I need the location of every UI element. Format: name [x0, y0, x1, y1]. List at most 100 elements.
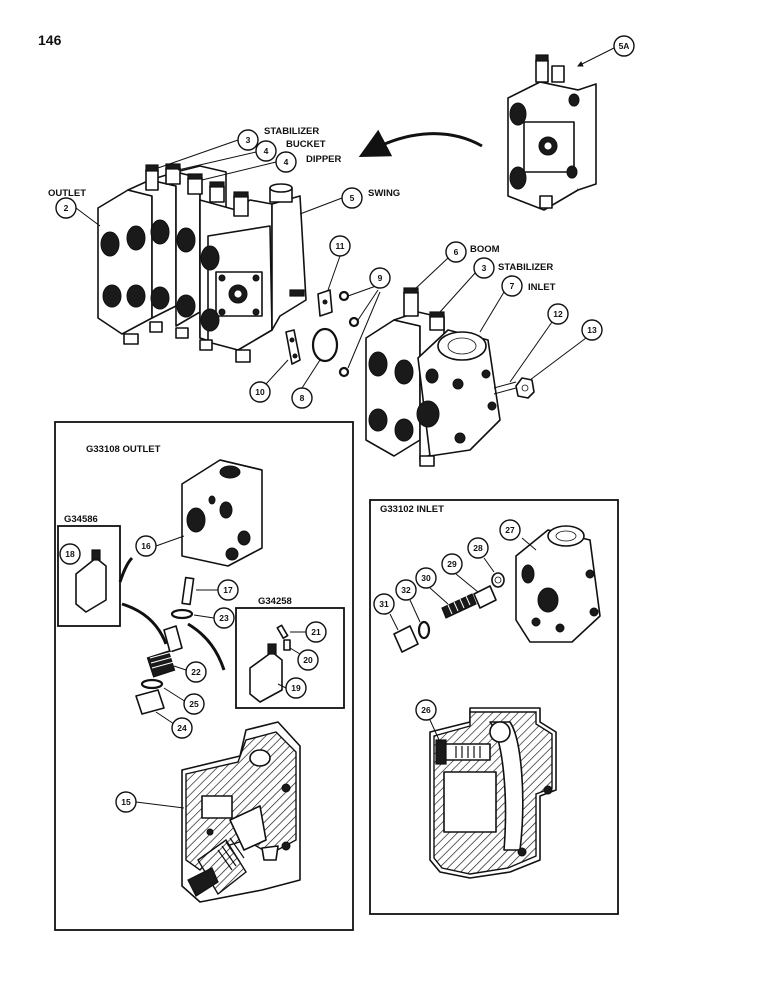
- callout-10: [249, 381, 271, 403]
- svg-text:31: 31: [379, 599, 389, 609]
- svg-text:3: 3: [246, 135, 251, 145]
- svg-text:6: 6: [454, 247, 459, 257]
- svg-text:23: 23: [219, 613, 229, 623]
- callout-31: [373, 593, 395, 615]
- kit-g34586-box: [57, 525, 121, 627]
- callout-18: [59, 543, 81, 565]
- callout-19: [285, 677, 307, 699]
- svg-text:2: 2: [64, 203, 69, 213]
- svg-text:15: 15: [121, 797, 131, 807]
- callout-30: [415, 567, 437, 589]
- callout-27: [499, 519, 521, 541]
- callout-15: [115, 791, 137, 813]
- svg-text:9: 9: [378, 273, 383, 283]
- svg-text:16: 16: [141, 541, 151, 551]
- svg-text:22: 22: [191, 667, 201, 677]
- page-number: 146: [38, 32, 62, 48]
- callout-12: [547, 303, 569, 325]
- oring-32: [417, 620, 431, 640]
- svg-text:18: 18: [65, 549, 75, 559]
- svg-text:5A: 5A: [619, 41, 630, 51]
- callout-29: [441, 553, 463, 575]
- cartridge-19: [249, 643, 283, 703]
- callout-26: [415, 699, 437, 721]
- outlet-kit-panel: [54, 421, 354, 931]
- callout-28: [467, 537, 489, 559]
- svg-text:4: 4: [264, 146, 269, 156]
- callout-17: [217, 579, 239, 601]
- callout-23: [213, 607, 235, 629]
- svg-text:5: 5: [350, 193, 355, 203]
- callout-2: [55, 197, 77, 219]
- svg-text:28: 28: [473, 543, 483, 553]
- label-kit-g34586: G34586: [64, 514, 98, 525]
- cartridge-18: [75, 549, 107, 613]
- svg-text:20: 20: [303, 655, 313, 665]
- callout-4: [255, 140, 277, 162]
- callout-11: [329, 235, 351, 257]
- callout-21: [305, 621, 327, 643]
- callout-32: [395, 579, 417, 601]
- svg-text:12: 12: [553, 309, 563, 319]
- label-stabilizer-2: STABILIZER: [498, 262, 553, 273]
- outlet-cutaway-15: [181, 721, 301, 903]
- svg-text:11: 11: [336, 241, 345, 251]
- callout-9: [369, 267, 391, 289]
- inlet-body-27: [515, 525, 601, 643]
- callout-5a: [613, 35, 635, 57]
- label-inlet-kit: G33102 INLET: [380, 504, 444, 515]
- kit-g34258-box: [235, 607, 345, 709]
- plug-31: [393, 625, 419, 653]
- sleeve-29: [473, 585, 497, 609]
- svg-text:10: 10: [255, 387, 265, 397]
- label-swing: SWING: [368, 188, 400, 199]
- callout-20: [297, 649, 319, 671]
- callout-25: [183, 693, 205, 715]
- callout-4b: [275, 151, 297, 173]
- svg-text:8: 8: [300, 393, 305, 403]
- assembly-arrow: [358, 129, 483, 157]
- valve-stack-assembly: [97, 163, 307, 363]
- svg-text:30: 30: [421, 573, 431, 583]
- callout-5: [341, 187, 363, 209]
- inlet-kit-panel: [369, 499, 619, 915]
- svg-text:7: 7: [510, 281, 515, 291]
- svg-text:17: 17: [223, 585, 233, 595]
- spring-30: [441, 593, 477, 619]
- svg-text:29: 29: [447, 559, 457, 569]
- svg-text:19: 19: [291, 683, 301, 693]
- callout-24: [171, 717, 193, 739]
- callout-6: [445, 241, 467, 263]
- callout-7: [501, 275, 523, 297]
- plug-24: [135, 689, 165, 715]
- svg-text:24: 24: [177, 723, 187, 733]
- callout-13: [581, 319, 603, 341]
- svg-text:4: 4: [284, 157, 289, 167]
- label-outlet-kit: G33108 OUTLET: [86, 444, 161, 455]
- svg-text:26: 26: [421, 705, 431, 715]
- callout-3: [237, 129, 259, 151]
- outlet-body-16: [181, 459, 263, 567]
- callout-22: [185, 661, 207, 683]
- oring-23: [170, 608, 194, 620]
- inlet-cutaway-26: [429, 707, 557, 879]
- callout-8: [291, 387, 313, 409]
- callout-3b: [473, 257, 495, 279]
- label-outlet: OUTLET: [48, 188, 86, 199]
- svg-text:3: 3: [482, 263, 487, 273]
- svg-text:21: 21: [311, 627, 321, 637]
- inlet-boom-assembly: [365, 287, 535, 467]
- label-dipper: DIPPER: [306, 154, 342, 165]
- svg-text:27: 27: [505, 525, 515, 535]
- oring-25: [140, 678, 164, 690]
- svg-text:13: 13: [587, 325, 597, 335]
- spring-22: [146, 650, 176, 678]
- svg-text:25: 25: [189, 699, 199, 709]
- pin-17: [181, 576, 195, 606]
- valve-section-5a: [507, 54, 597, 211]
- label-inlet: INLET: [528, 282, 556, 293]
- label-kit-g34258: G34258: [258, 596, 292, 607]
- label-stabilizer: STABILIZER: [264, 126, 319, 137]
- svg-text:32: 32: [401, 585, 411, 595]
